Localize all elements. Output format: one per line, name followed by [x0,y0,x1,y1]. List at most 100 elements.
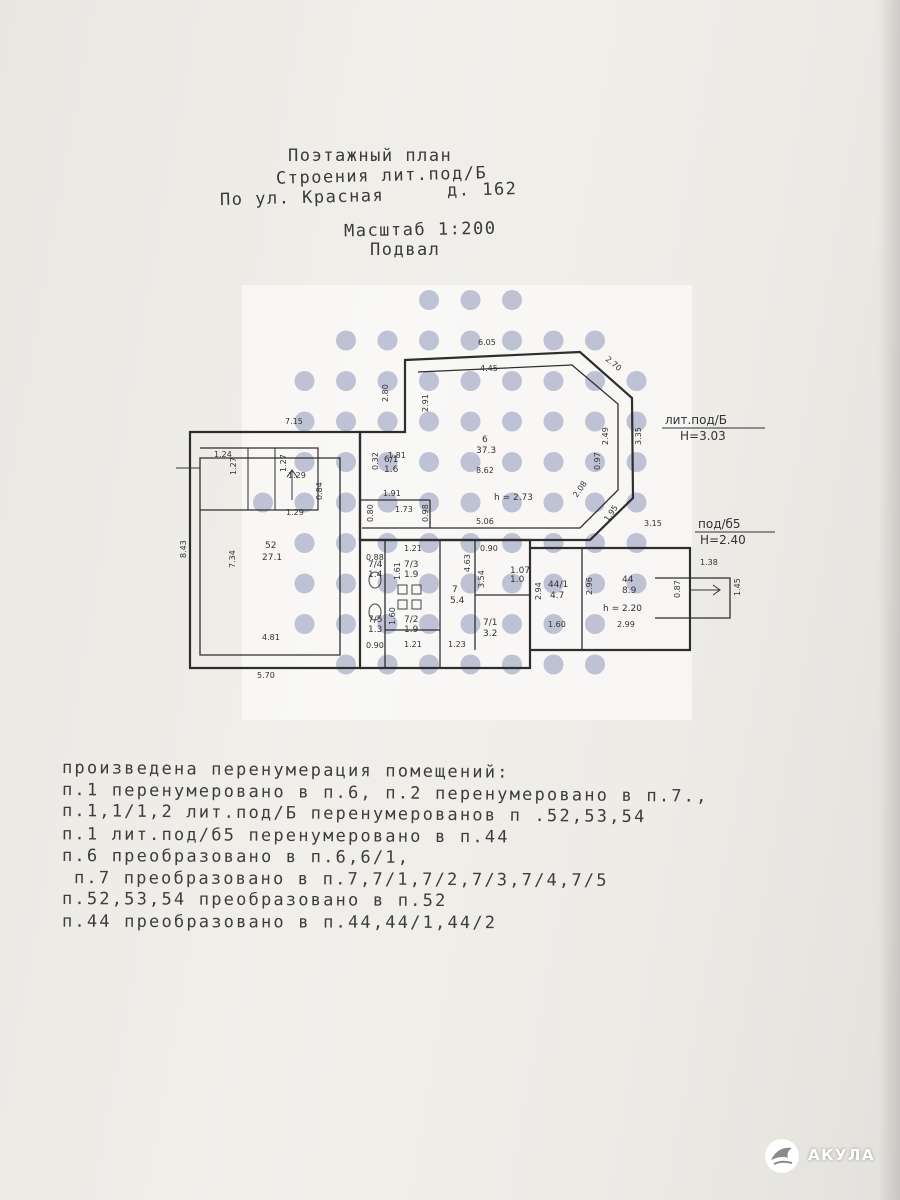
watermark-dot [377,533,398,553]
dim-label: 5.70 [257,671,275,680]
dim-label: 0.32 [371,452,380,470]
dim-label: 1.60 [388,607,397,625]
dim-label: 5.06 [476,517,494,526]
dim-label: 1.24 [214,450,232,459]
dim-label: 1.45 [733,578,742,596]
watermark-dot [585,411,605,432]
watermark-dot [626,452,647,472]
watermark-dot [543,330,564,351]
plumbing-fixtures [368,571,422,621]
watermark-dot [419,371,439,391]
extension-label: под/б5 [698,517,741,531]
watermark-dot [336,573,356,594]
room-area: 4.7 [550,591,564,601]
note-line: п.44 преобразовано в п.44,44/1,44/2 [61,911,498,933]
watermark-dot [294,452,315,472]
dim-label: 1.38 [700,558,718,567]
watermark-dot [502,492,522,513]
dim-label: 1.27 [279,454,288,472]
dim-label: 0.88 [366,553,384,562]
dim-label: 1.91 [383,489,401,498]
dim-label: 3.15 [644,519,662,528]
dim-label: 1.21 [404,640,422,649]
watermark-dot [419,290,439,310]
room-number: 7/5 [368,615,382,625]
room-area: 1.6 [384,465,399,475]
dim-label: 3.54 [477,570,486,588]
watermark-dot [419,614,439,634]
room-area: 5.4 [450,596,465,606]
plan-walls [188,350,731,670]
watermark-dot [585,371,605,391]
watermark-dot [377,330,398,351]
room-number: 1.07 [510,566,530,576]
dim-label: 1.27 [229,457,238,475]
dim-label: 1.81 [388,451,406,460]
dim-label: 4.45 [480,364,498,373]
watermark-dot [377,411,398,432]
watermark-dot [419,654,439,675]
watermark-dot [543,452,564,472]
room-area: 1.3 [368,625,382,635]
dim-label: 1.23 [448,640,466,649]
dim-label: 3.35 [634,427,643,445]
watermark-dot [626,492,647,513]
page-edge-shadow [878,0,900,1200]
watermark-dot [294,411,315,432]
watermark-dot [336,614,356,634]
watermark-dot [336,330,356,351]
building-height: Н=3.03 [680,429,726,443]
watermark-dot [543,411,564,432]
room-height: h = 2.20 [603,604,642,614]
watermark-dot [336,533,356,553]
watermark-dot [460,492,481,513]
watermark-dot [460,533,481,553]
watermark-dot [460,452,481,472]
dim-label: 1.61 [393,562,402,580]
dim-label: 0.90 [480,544,498,553]
room-area: 1.0 [510,575,525,585]
dim-label: 7.34 [228,550,237,568]
room-area: 3.2 [483,629,497,639]
room-number: 7/4 [368,560,383,570]
room-area: 1.9 [404,625,419,635]
room-area: 1.4 [368,570,383,580]
watermark-dot [460,290,481,310]
watermark-dot [336,452,356,472]
watermark-dot [460,654,481,675]
watermark-dot [419,411,439,432]
dim-label: 0.80 [366,504,375,522]
watermark-dots [253,290,647,675]
watermark-dot [377,371,398,391]
watermark-dot [377,492,398,513]
watermark-dot [336,371,356,391]
watermark-dot [502,330,522,351]
dim-label: 0.87 [673,580,682,598]
room-height: h = 2.73 [494,493,533,503]
watermark-dot [585,330,605,351]
watermark-dot [502,411,522,432]
watermark-dot [626,371,647,391]
room-number: 44/1 [548,580,568,590]
dim-label: 2.70 [604,355,623,373]
watermark-dot [253,492,273,513]
watermark-dot [377,654,398,675]
room-number: 6 [482,435,488,445]
watermark-dot [502,654,522,675]
watermark-dot [543,492,564,513]
watermark-dot [626,533,647,553]
watermark-dot [377,573,398,594]
room-number: 7 [452,585,458,595]
watermark-dot [294,371,315,391]
dim-label: 8.62 [476,466,494,475]
dim-label: 1.21 [404,544,422,553]
dim-label: 2.96 [585,577,594,595]
dim-label: 2.94 [534,582,543,600]
watermark-dot [502,614,522,634]
room-area: 8.9 [622,586,637,596]
watermark-dot [543,614,564,634]
watermark-dot [294,533,315,553]
dim-label: 0.90 [366,641,384,650]
renumbering-notes: произведена перенумерация помещений: п.1… [61,758,822,934]
